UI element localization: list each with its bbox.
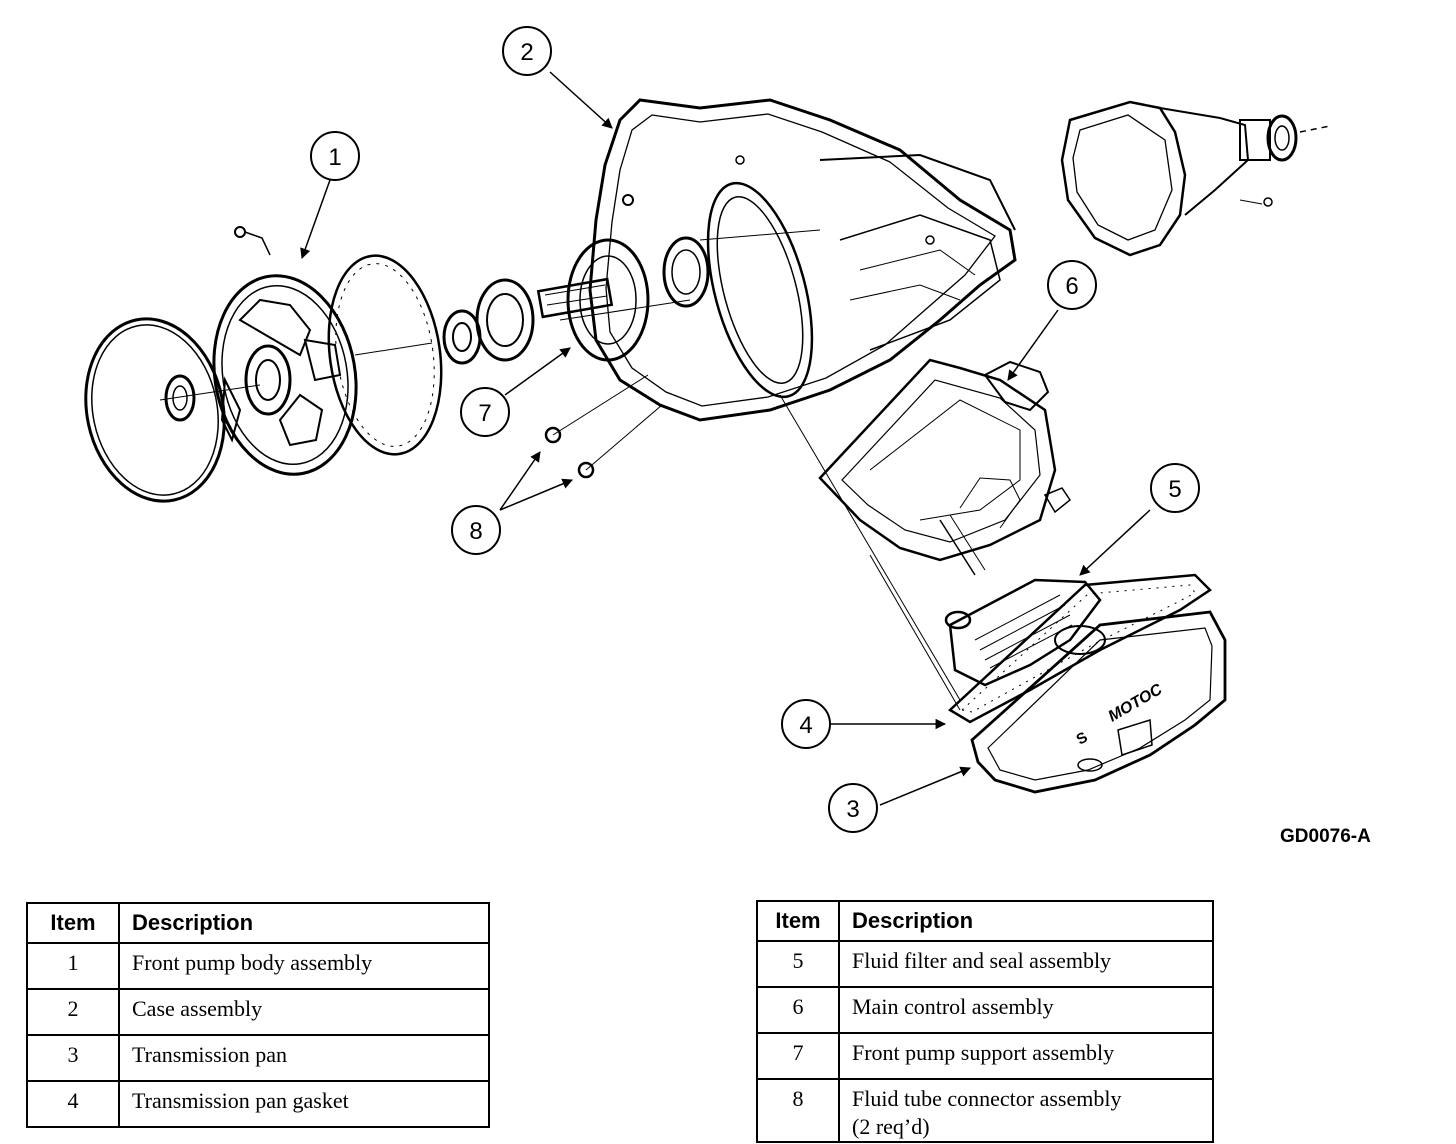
callout-2-label: 2 — [520, 39, 533, 66]
table-row: 1 Front pump body assembly — [26, 942, 490, 990]
table-header-row: Item Description — [756, 900, 1214, 942]
table-row: 3 Transmission pan — [26, 1034, 490, 1082]
item-description: Main control assembly — [838, 986, 1214, 1034]
pump-gears — [442, 278, 535, 365]
item-description: Transmission pan gasket — [118, 1080, 490, 1128]
fluid-filter-assembly — [944, 578, 1102, 687]
column-header-description: Description — [838, 900, 1214, 942]
front-pump-support-assembly — [536, 236, 710, 362]
item-description: Fluid filter and seal assembly — [838, 940, 1214, 988]
item-number: 6 — [756, 986, 840, 1034]
callout-6: 6 — [1047, 260, 1097, 310]
callout-2: 2 — [502, 26, 552, 76]
item-number: 8 — [756, 1078, 840, 1143]
callout-1-label: 1 — [328, 144, 341, 171]
front-pump-body-assembly — [212, 226, 358, 476]
item-description: Fluid tube connector assembly (2 req’d) — [838, 1078, 1214, 1143]
callout-4: 4 — [781, 699, 831, 749]
main-control-assembly — [818, 358, 1072, 576]
column-header-item: Item — [756, 900, 840, 942]
table-row: 2 Case assembly — [26, 988, 490, 1036]
table-row: 8 Fluid tube connector assembly (2 req’d… — [756, 1078, 1214, 1143]
pan-letter-marking: S — [1074, 729, 1091, 749]
callout-1: 1 — [310, 131, 360, 181]
table-row: 6 Main control assembly — [756, 986, 1214, 1034]
callout-5-label: 5 — [1168, 476, 1181, 503]
transmission-pan-gasket — [947, 573, 1212, 724]
callout-4-label: 4 — [799, 712, 812, 739]
table-row: 4 Transmission pan gasket — [26, 1080, 490, 1128]
exploded-view-diagram: MOTOC S 1 2 3 4 — [84, 26, 1331, 833]
callout-arrows — [300, 71, 1151, 806]
column-header-item: Item — [26, 902, 120, 944]
callout-7: 7 — [460, 387, 510, 437]
item-description-line-1: Fluid tube connector assembly — [852, 1086, 1122, 1111]
assembly-centerline — [779, 394, 961, 711]
item-number: 4 — [26, 1080, 120, 1128]
callout-3: 3 — [828, 783, 878, 833]
callout-7-label: 7 — [478, 400, 491, 427]
callout-8-label: 8 — [469, 518, 482, 545]
item-number: 5 — [756, 940, 840, 988]
legend-table-right: Item Description 5 Fluid filter and seal… — [756, 900, 1214, 1143]
callout-6-label: 6 — [1065, 273, 1078, 300]
item-description: Case assembly — [118, 988, 490, 1036]
o-ring-seal — [84, 317, 261, 503]
case-assembly — [559, 98, 1017, 422]
item-description: Front pump body assembly — [118, 942, 490, 990]
item-number: 3 — [26, 1034, 120, 1082]
figure-code: GD0076-A — [1280, 826, 1371, 847]
fluid-tube-connectors — [544, 374, 663, 479]
table-row: 7 Front pump support assembly — [756, 1032, 1214, 1080]
extension-housing — [1060, 100, 1331, 257]
item-number: 7 — [756, 1032, 840, 1080]
pump-gasket — [327, 254, 443, 456]
item-description: Transmission pan — [118, 1034, 490, 1082]
pan-brand-marking: MOTOC — [1106, 681, 1166, 726]
item-number: 2 — [26, 988, 120, 1036]
table-row: 5 Fluid filter and seal assembly — [756, 940, 1214, 988]
item-description-line-2: (2 req’d) — [852, 1114, 930, 1139]
callout-3-label: 3 — [846, 796, 859, 823]
column-header-description: Description — [118, 902, 490, 944]
callout-8: 8 — [451, 505, 501, 555]
legend-table-left: Item Description 1 Front pump body assem… — [26, 902, 490, 1128]
item-description: Front pump support assembly — [838, 1032, 1214, 1080]
item-number: 1 — [26, 942, 120, 990]
table-header-row: Item Description — [26, 902, 490, 944]
callout-5: 5 — [1150, 463, 1200, 513]
